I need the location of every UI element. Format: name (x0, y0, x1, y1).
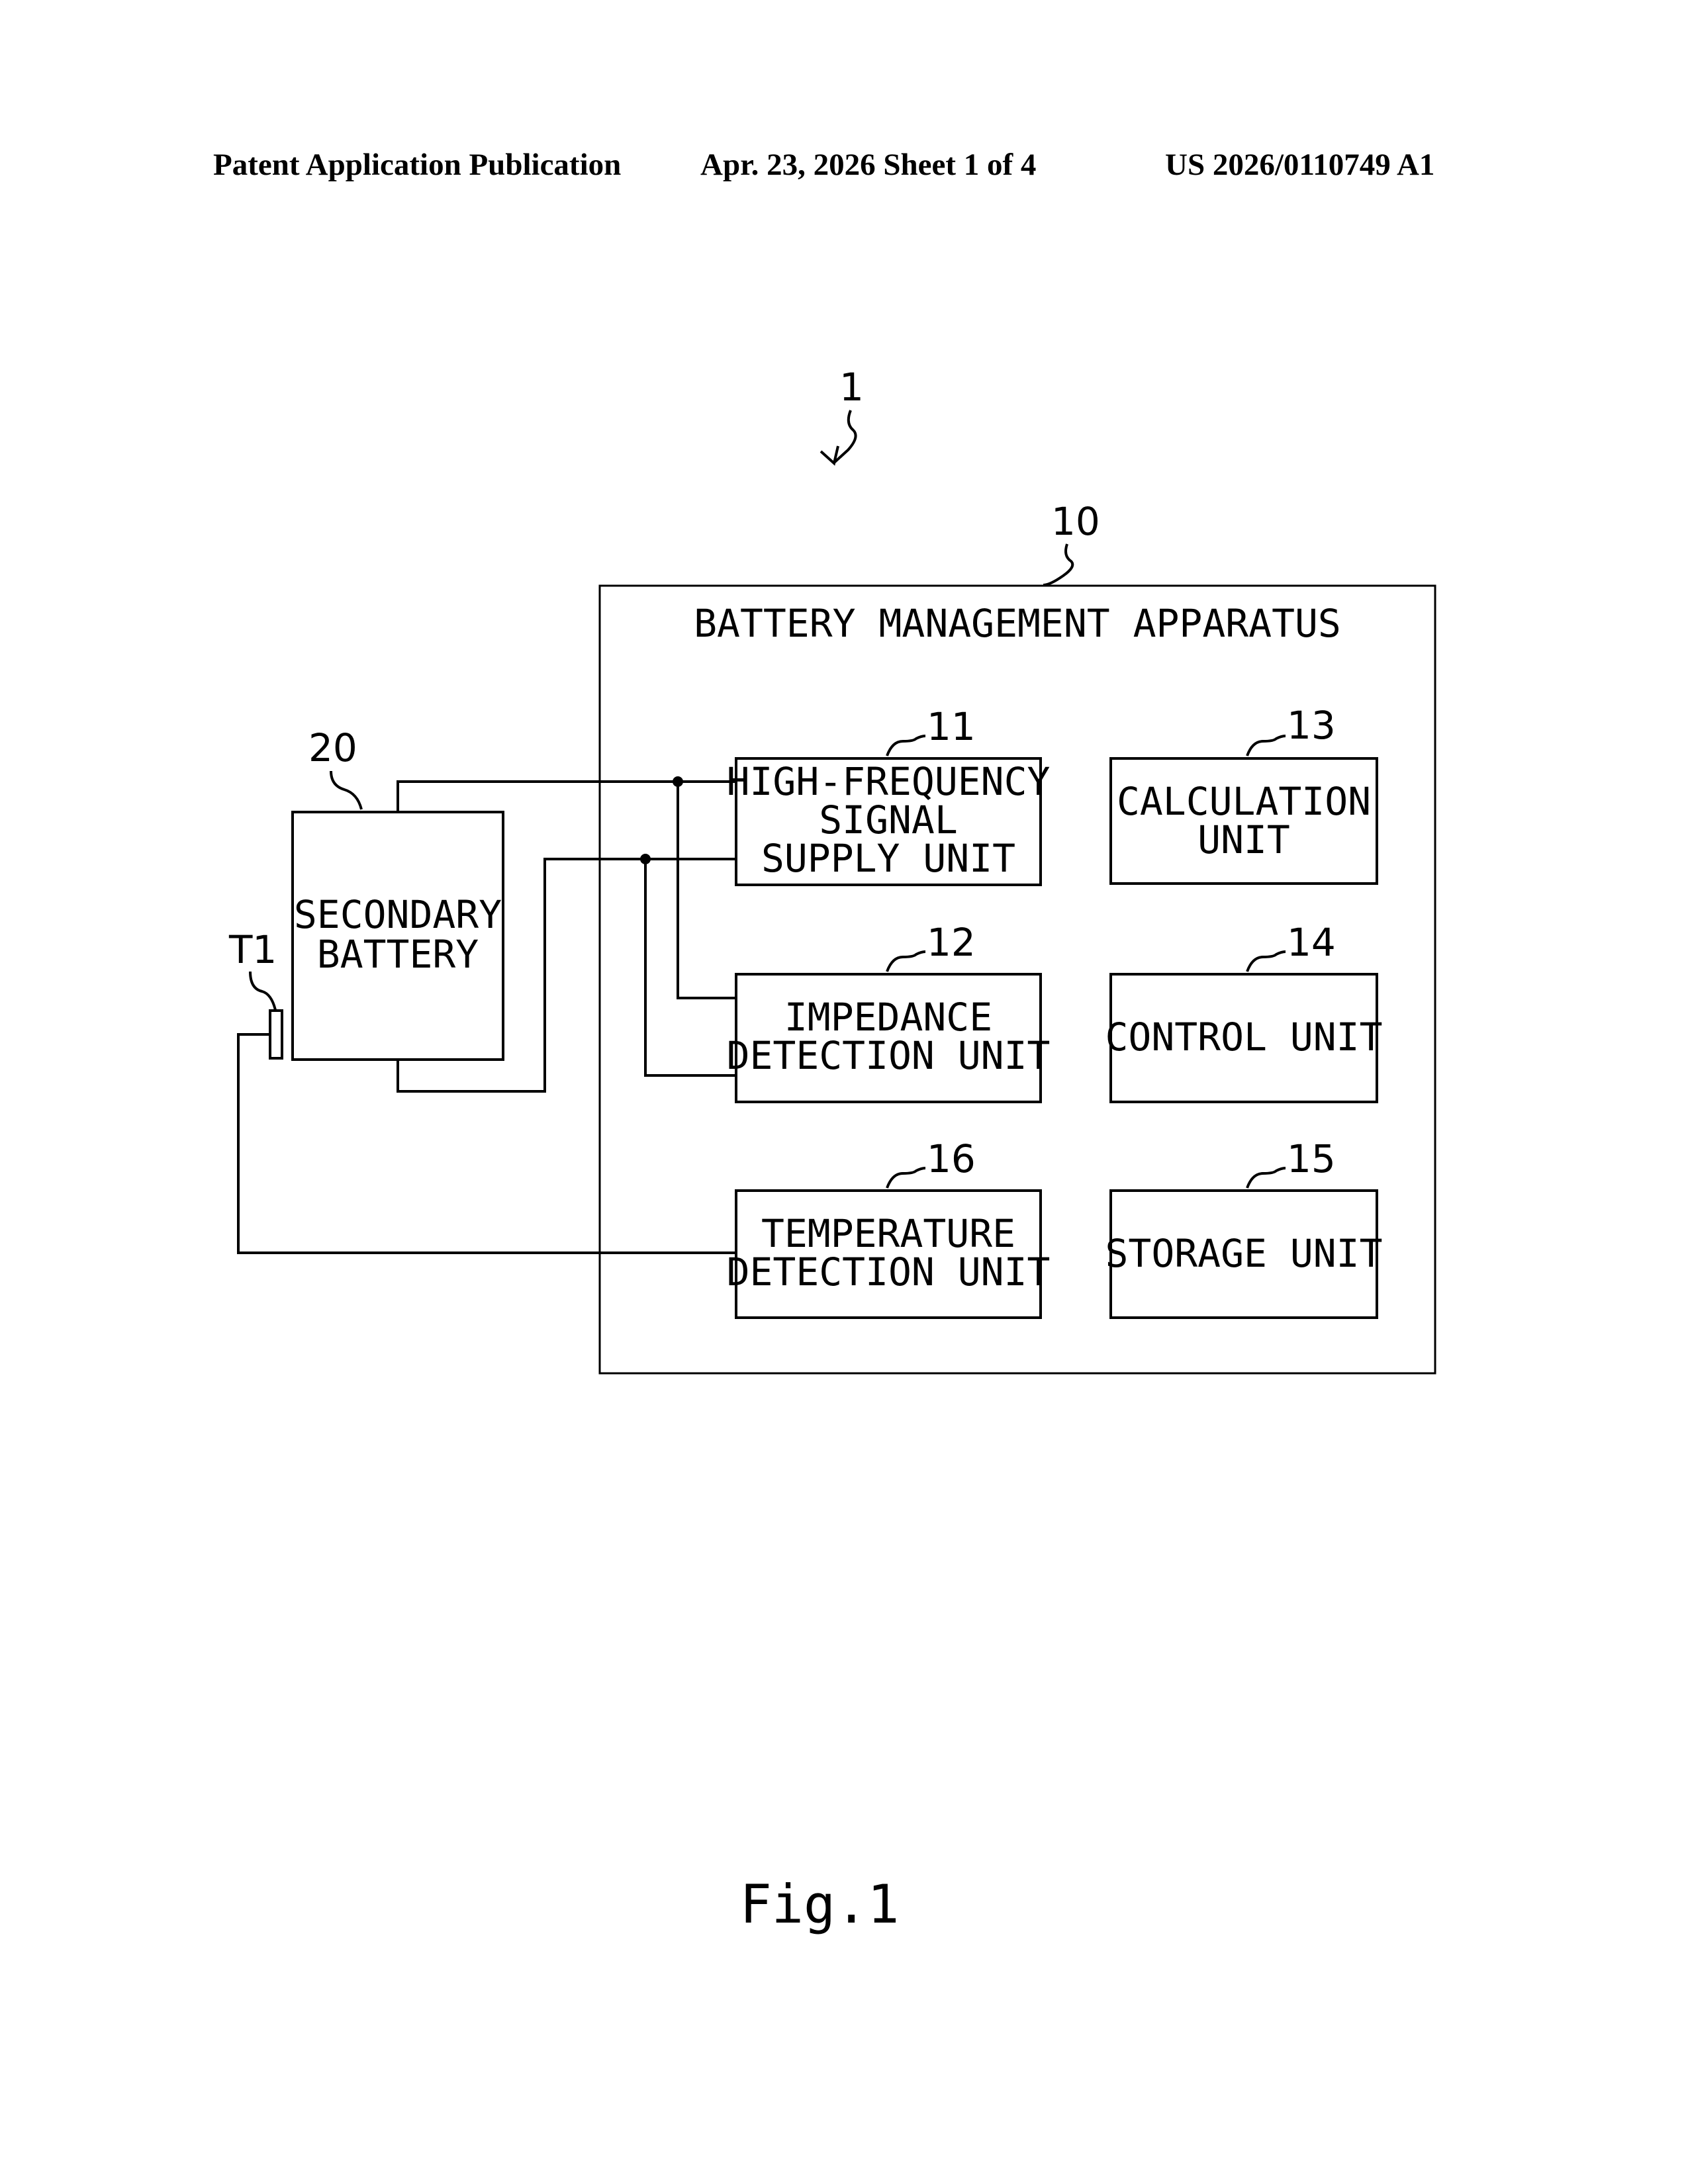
unit-calc-ref-leader (1247, 736, 1286, 756)
unit-calc-line-2: UNIT (1197, 817, 1290, 862)
battery-ref-label: 20 (308, 725, 357, 770)
unit-stor-line-1: STORAGE UNIT (1105, 1231, 1382, 1276)
wire-impedance-negative (645, 859, 736, 1075)
unit-temp-ref-label: 16 (927, 1136, 976, 1181)
unit-imp-line-2: DETECTION UNIT (727, 1033, 1051, 1078)
apparatus-title: BATTERY MANAGEMENT APPARATUS (694, 601, 1341, 646)
system-ref-arrow-icon (821, 446, 838, 463)
unit-stor-ref-leader (1247, 1168, 1286, 1188)
unit-ctrl-ref-label: 14 (1287, 920, 1336, 965)
wire-temperature-sensor (238, 1034, 736, 1253)
unit-ctrl-line-1: CONTROL UNIT (1105, 1015, 1382, 1060)
battery-label-line-1: SECONDARY (294, 892, 502, 937)
figure-caption: Fig.1 (740, 1874, 900, 1935)
apparatus-ref-leader (1043, 544, 1072, 585)
terminal-ref-label: T1 (228, 927, 277, 972)
apparatus-ref-label: 10 (1051, 499, 1100, 544)
unit-calc-ref-label: 13 (1287, 703, 1336, 748)
wire-battery-positive (398, 782, 736, 812)
unit-temp-line-2: DETECTION UNIT (727, 1250, 1051, 1295)
terminal-ref-leader (250, 972, 275, 1010)
unit-temp-ref-leader (887, 1168, 925, 1188)
unit-stor-ref-label: 15 (1287, 1136, 1336, 1181)
junction-dot-negative (640, 854, 651, 864)
junction-dot-positive (673, 776, 683, 787)
unit-hf-ref-leader (887, 736, 925, 756)
wire-impedance-positive (678, 782, 736, 998)
unit-imp-ref-label: 12 (927, 920, 976, 965)
unit-imp-ref-leader (887, 952, 925, 972)
battery-label-line-2: BATTERY (317, 932, 479, 977)
system-ref-label: 1 (839, 365, 864, 410)
unit-hf-ref-label: 11 (927, 704, 976, 749)
temperature-terminal-t1 (270, 1011, 282, 1058)
unit-hf-line-3: SUPPLY UNIT (761, 836, 1015, 881)
unit-ctrl-ref-leader (1247, 952, 1286, 972)
battery-ref-leader (331, 771, 361, 809)
